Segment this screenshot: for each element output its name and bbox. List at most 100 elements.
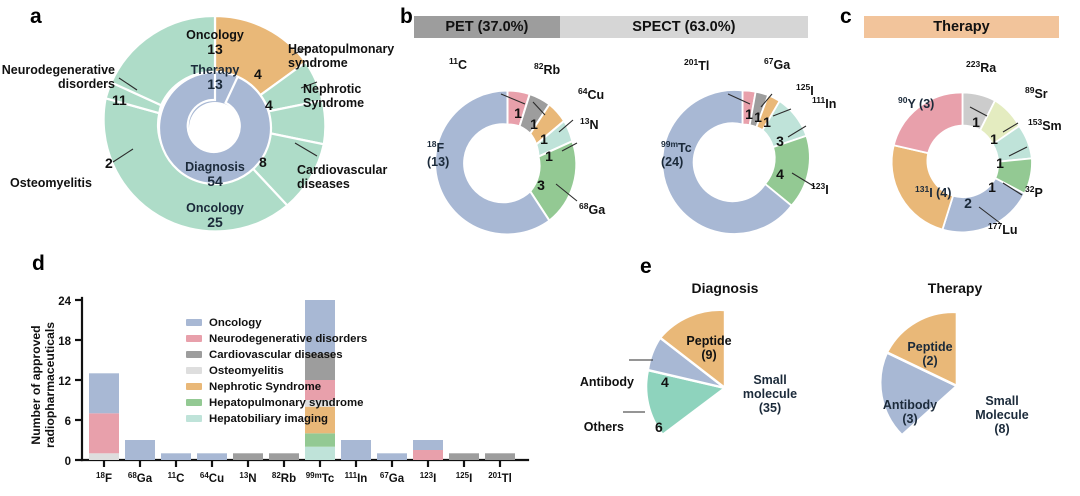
slice-pet-68ga	[528, 139, 578, 223]
label-e-ther-antibody: Antibody (3)	[882, 398, 938, 426]
label-pet-11c: 11C	[449, 56, 468, 73]
panel-a-donut	[102, 14, 327, 233]
label-inner-diagnosis: Diagnosis 54	[185, 160, 245, 189]
label-cardiovascular: Cardiovascular diseases	[297, 163, 388, 191]
value-e-diag-others: 6	[655, 419, 663, 435]
value-cardiovascular: 8	[259, 154, 267, 170]
panel-d-legend: Oncology Neurodegenerative disorders Car…	[186, 316, 367, 428]
slice-e-ther-peptide	[885, 310, 959, 389]
bar-201Tl	[485, 453, 515, 460]
bar-13N	[233, 453, 263, 460]
value-c-153sm: 1	[996, 155, 1004, 171]
ytick-label-18: 18	[58, 336, 71, 348]
slice-spect-99mtc	[661, 89, 793, 235]
panel-e-therapy-title: Therapy	[927, 280, 983, 296]
value-c-177lu: 2	[964, 195, 972, 211]
bar-68Ga	[125, 440, 155, 460]
ytick-label-6: 6	[65, 416, 71, 428]
pet-spect-header-bar: PET (37.0%) SPECT (63.0%)	[414, 16, 808, 38]
leader-c-177lu	[978, 206, 1001, 224]
panel-e-diagnosis-pie	[623, 308, 728, 437]
label-spect-67ga: 67Ga	[764, 56, 791, 73]
value-pet-13n: 1	[545, 148, 553, 164]
donut-hole	[189, 102, 241, 154]
svg-text:18F: 18F	[96, 471, 112, 485]
x-ticks	[102, 460, 502, 467]
leader-c-223ra	[969, 106, 988, 117]
svg-text:64Cu: 64Cu	[200, 471, 224, 485]
label-c-90y: 90Y (3)	[898, 95, 935, 112]
panel-a-letter: a	[30, 5, 42, 28]
bar-67Ga	[377, 453, 407, 460]
panel-b-letter: b	[400, 5, 413, 28]
panel-c-donut: 1 1 1 1 2	[890, 91, 1033, 234]
leader-pet-11c	[500, 93, 526, 105]
svg-text:125I: 125I	[456, 471, 473, 485]
leader-pet-13n	[561, 142, 578, 152]
value-pet-11c: 1	[514, 105, 522, 121]
therapy-header: Therapy	[864, 16, 1059, 38]
label-pet-82rb: 82Rb	[534, 61, 561, 78]
legend-item-nephrotic: Nephrotic Syndrome	[186, 380, 367, 393]
label-pet-18f: 18F(13)	[427, 139, 450, 170]
bar-99mTc	[305, 300, 335, 460]
svg-text:11C: 11C	[168, 471, 185, 485]
bar-64Cu	[197, 453, 227, 460]
panel-d-bar-chart: Number of approved radiopharmaceuticals …	[29, 296, 530, 485]
ytick-label-0: 0	[65, 456, 71, 468]
legend-swatch-cardiovascular	[186, 351, 202, 358]
value-c-32p: 1	[988, 179, 996, 195]
leader-spect-111in	[787, 125, 807, 138]
leader-cardiovascular	[294, 142, 318, 157]
spect-header: SPECT (63.0%)	[559, 16, 808, 38]
legend-item-cardiovascular: Cardiovascular diseases	[186, 348, 367, 361]
svg-text:67Ga: 67Ga	[380, 471, 405, 485]
legend-item-oncology: Oncology	[186, 316, 367, 329]
label-pet-64cu: 64Cu	[578, 86, 605, 103]
label-neurodegenerative: Neurodegenerative disorders	[1, 63, 115, 91]
leader-pet-68ga	[555, 183, 578, 202]
label-pet-13n: 13N	[580, 116, 599, 133]
label-spect-201tl: 201Tl	[684, 57, 710, 74]
leader-pet-64cu	[558, 119, 574, 133]
label-spect-123i: 123I	[811, 181, 829, 198]
leader-osteomyelitis	[112, 148, 134, 163]
slice-c-131i	[890, 144, 955, 231]
panel-c-letter: c	[840, 5, 852, 28]
value-spect-201tl: 1	[745, 106, 753, 122]
value-spect-125i: 1	[763, 114, 771, 130]
label-e-diag-peptide: Peptide (9)	[686, 334, 732, 362]
label-c-153sm: 153Sm	[1028, 117, 1062, 134]
label-spect-125i: 125I	[796, 82, 814, 99]
legend-swatch-hepatopulmonary	[186, 399, 202, 406]
bar-125I	[449, 453, 479, 460]
label-e-ther-small-molecule: Small Molecule (8)	[975, 394, 1029, 436]
leader-c-32p	[1002, 182, 1023, 196]
legend-label-cardiovascular: Cardiovascular diseases	[209, 348, 343, 361]
svg-text:99mTc: 99mTc	[306, 471, 335, 485]
leader-c-153sm	[1008, 146, 1028, 157]
value-c-89sr: 1	[990, 131, 998, 147]
label-outer-oncology-diagnosis: Oncology 25	[186, 201, 244, 230]
legend-label-neurodegenerative: Neurodegenerative disorders	[209, 332, 368, 345]
label-osteomyelitis: Osteomyelitis	[10, 176, 92, 190]
label-inner-therapy: Therapy 13	[190, 63, 240, 92]
svg-text:111In: 111In	[345, 471, 368, 485]
label-e-diag-antibody: Antibody	[579, 375, 634, 389]
value-neurodegenerative: 11	[112, 92, 127, 108]
legend-label-osteomyelitis: Osteomyelitis	[209, 364, 284, 377]
bar-18F	[89, 373, 119, 460]
label-spect-111in: 111In	[812, 95, 837, 112]
label-c-89sr: 89Sr	[1025, 85, 1048, 102]
legend-swatch-hepatobiliary	[186, 415, 202, 422]
svg-text:68Ga: 68Ga	[128, 471, 153, 485]
panel-e-diagnosis-title: Diagnosis	[691, 280, 759, 296]
value-e-diag-antibody: 4	[661, 374, 669, 390]
label-pet-68ga: 68Ga	[579, 201, 606, 218]
panel-e-letter: e	[640, 255, 652, 278]
value-spect-123i: 4	[776, 166, 784, 182]
label-c-32p: 32P	[1025, 184, 1043, 201]
label-outer-oncology-therapy: Oncology 13	[186, 28, 244, 57]
slice-c-90y	[892, 91, 964, 155]
